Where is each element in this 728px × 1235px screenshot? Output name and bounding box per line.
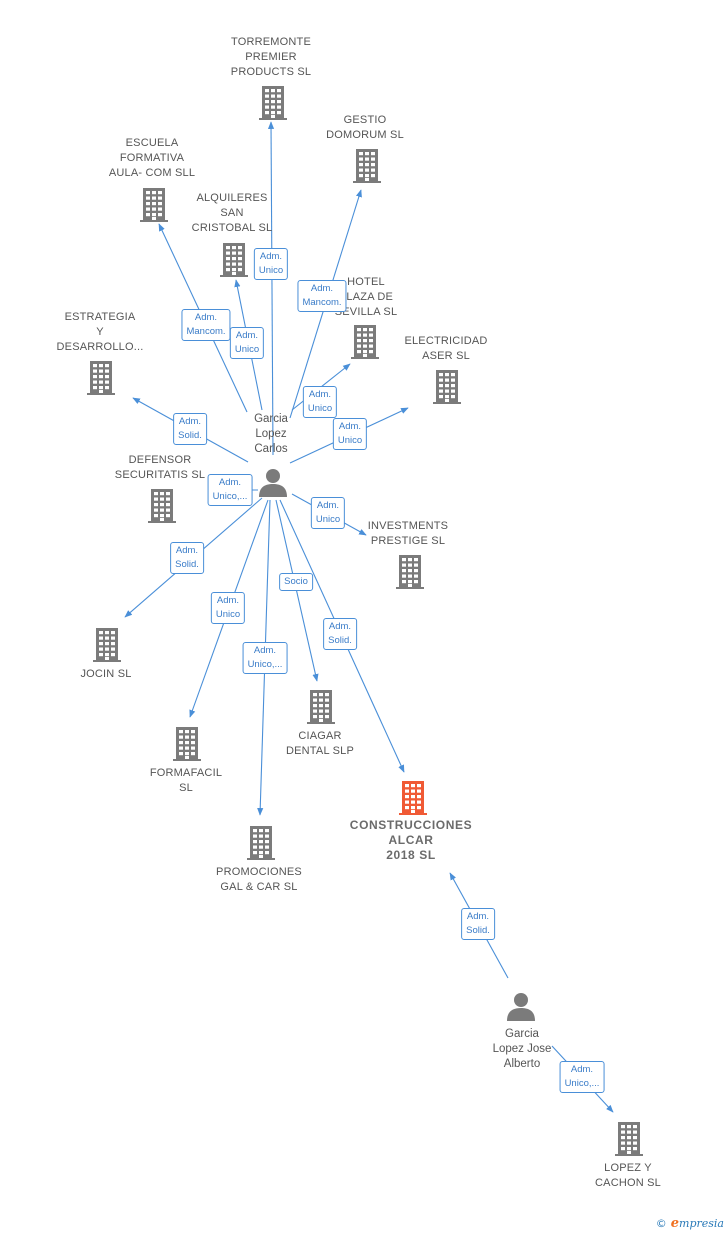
company-label-formafacil[interactable]: FORMAFACIL SL [149, 767, 223, 794]
role-badge: Adm. Unico,... [242, 642, 288, 674]
brand-name: mpresia [679, 1217, 724, 1230]
building-icon[interactable] [92, 626, 122, 667]
role-badge: Adm. Solid. [170, 542, 204, 574]
building-icon[interactable] [219, 241, 249, 282]
company-label-gestio[interactable]: GESTIO DOMORUM SL [326, 114, 404, 141]
role-badge: Adm. Mancom. [181, 309, 231, 341]
building-icon[interactable] [172, 725, 202, 766]
role-badge: Adm. Solid. [323, 618, 357, 650]
building-icon[interactable] [246, 824, 276, 865]
company-label-construcciones[interactable]: CONSTRUCCIONES ALCAR 2018 SL [349, 818, 473, 862]
edge-carlos-torremonte [267, 121, 275, 456]
company-label-ciagar[interactable]: CIAGAR DENTAL SLP [285, 730, 355, 757]
company-label-promociones[interactable]: PROMOCIONES GAL & CAR SL [216, 866, 302, 893]
company-label-investments[interactable]: INVESTMENTS PRESTIGE SL [367, 520, 449, 547]
role-badge: Adm. Unico [310, 497, 346, 529]
building-icon[interactable] [352, 147, 382, 188]
building-icon[interactable] [147, 487, 177, 528]
role-badge: Adm. Unico,... [559, 1061, 605, 1093]
company-label-electricidad[interactable]: ELECTRICIDAD ASER SL [404, 335, 488, 362]
role-badge: Adm. Unico,... [207, 474, 253, 506]
company-label-escuela[interactable]: ESCUELA FORMATIVA AULA- COM SLL [108, 137, 196, 179]
person-label-carlos[interactable]: Garcia Lopez Carlos [254, 413, 288, 455]
building-icon[interactable] [139, 186, 169, 227]
company-label-lopezcachon[interactable]: LOPEZ Y CACHON SL [595, 1162, 661, 1189]
copyright-icon: © [655, 1217, 667, 1230]
person-icon[interactable] [258, 467, 288, 502]
role-badge: Adm. Unico [332, 418, 368, 450]
role-badge: Adm. Solid. [173, 413, 207, 445]
role-badge: Adm. Solid. [461, 908, 495, 940]
building-icon[interactable] [350, 323, 380, 364]
role-badge: Adm. Unico [210, 592, 246, 624]
building-icon[interactable] [395, 553, 425, 594]
building-icon[interactable] [306, 688, 336, 729]
role-badge: Socio [279, 573, 313, 591]
person-icon[interactable] [506, 991, 536, 1026]
building-icon[interactable] [86, 359, 116, 400]
building-icon[interactable] [614, 1120, 644, 1161]
building-icon[interactable] [432, 368, 462, 409]
company-label-jocin[interactable]: JOCIN SL [80, 668, 132, 680]
company-label-estrategia[interactable]: ESTRATEGIA Y DESARROLLO... [56, 311, 144, 353]
building-icon[interactable] [398, 779, 428, 820]
brand-initial: e [670, 1216, 680, 1231]
role-badge: Adm. Mancom. [297, 280, 347, 312]
building-icon[interactable] [258, 84, 288, 125]
person-label-alberto[interactable]: Garcia Lopez Jose Alberto [492, 1028, 552, 1070]
company-label-alquileres[interactable]: ALQUILERES SAN CRISTOBAL SL [191, 192, 273, 234]
role-badge: Adm. Unico [253, 248, 289, 280]
role-badge: Adm. Unico [229, 327, 265, 359]
empresia-brand: ©empresia [656, 1216, 724, 1231]
company-label-defensor[interactable]: DEFENSOR SECURITATIS SL [114, 454, 206, 481]
role-badge: Adm. Unico [302, 386, 338, 418]
company-label-torremonte[interactable]: TORREMONTE PREMIER PRODUCTS SL [230, 36, 312, 78]
